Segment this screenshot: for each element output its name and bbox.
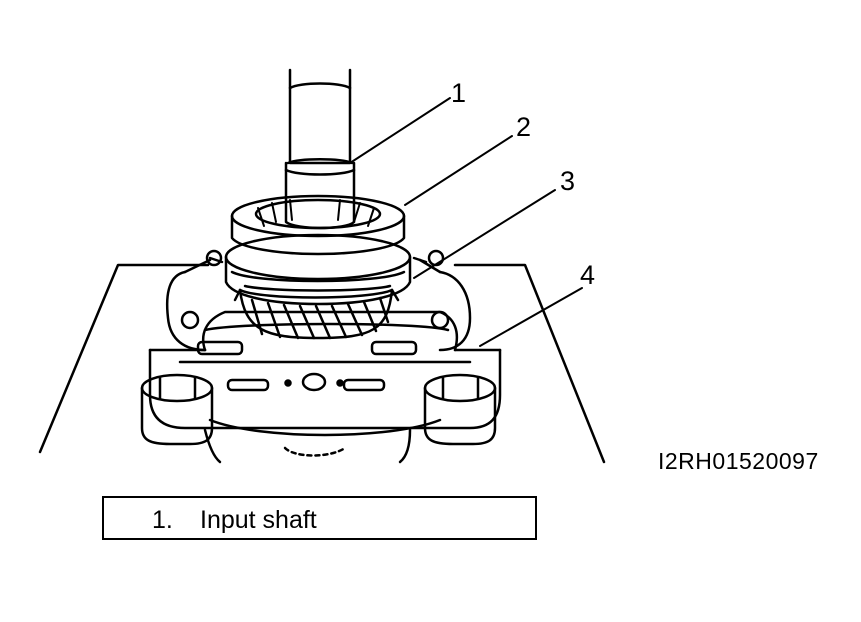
legend-box: 1. Input shaft bbox=[102, 496, 537, 540]
callout-3: 3 bbox=[560, 166, 576, 196]
bearing-assembly bbox=[205, 194, 445, 306]
left-bolt bbox=[140, 373, 214, 446]
legend-item-number: 1. bbox=[152, 506, 173, 534]
callout-4: 4 bbox=[580, 260, 596, 290]
base-plate bbox=[38, 263, 606, 464]
callout-1: 1 bbox=[451, 78, 467, 108]
input-shaft bbox=[284, 68, 356, 230]
leader-lines bbox=[349, 97, 583, 347]
right-bolt bbox=[423, 373, 497, 446]
holder-fixture bbox=[148, 258, 502, 464]
figure-code: I2RH01520097 bbox=[658, 448, 819, 474]
helical-gear bbox=[233, 288, 400, 340]
legend-item-label: Input shaft bbox=[200, 506, 317, 534]
callout-2: 2 bbox=[516, 112, 532, 142]
